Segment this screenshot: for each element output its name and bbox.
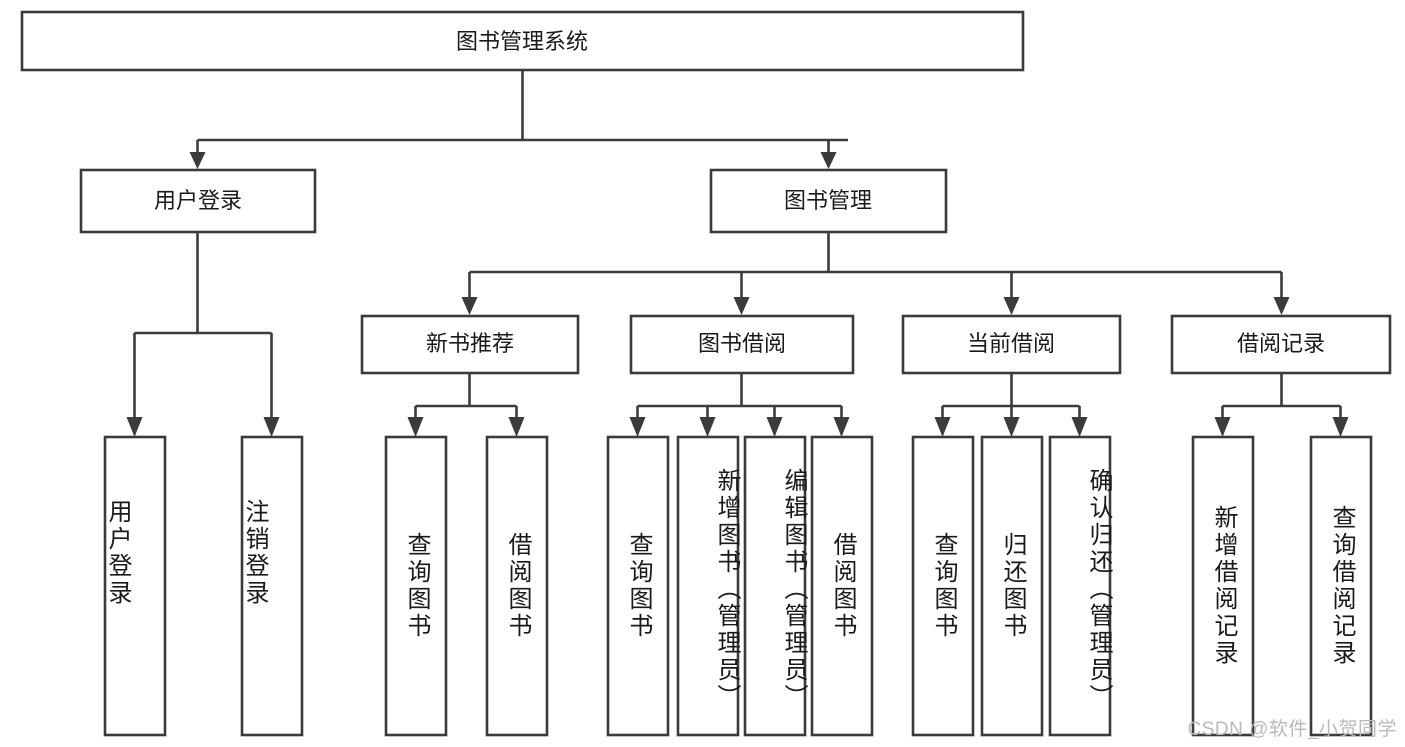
leaf-add-book-admin-box[interactable]	[676, 435, 740, 737]
arrow-head-icon	[1003, 297, 1020, 315]
arrow-head-icon	[833, 417, 850, 437]
leaf-logout-login-box[interactable]	[240, 435, 304, 737]
node-root-box[interactable]	[20, 10, 1025, 72]
leaf-confirm-return-admin-box[interactable]	[1048, 435, 1112, 737]
arrow-head-icon	[189, 152, 206, 169]
node-new-book-recommend-label: 新书推荐	[426, 331, 514, 356]
leaf-borrow-book-1-box[interactable]	[485, 435, 549, 737]
arrow-head-icon	[126, 417, 143, 437]
arrow-head-icon	[629, 417, 646, 437]
node-book-borrow-label: 图书借阅	[698, 331, 786, 356]
node-book-borrow[interactable]: 图书借阅	[629, 314, 855, 375]
leaf-user-login-box[interactable]	[103, 435, 167, 737]
arrow-head-icon	[820, 152, 837, 169]
leaf-query-borrow-record-box[interactable]	[1309, 435, 1373, 737]
node-user-login-label: 用户登录	[154, 188, 242, 213]
connector-new-book-recommend-to-leaves	[407, 373, 525, 437]
arrow-head-icon	[699, 417, 716, 437]
node-current-borrow-box[interactable]	[901, 314, 1122, 375]
connector-root-to-level2	[189, 70, 848, 169]
node-book-management[interactable]: 图书管理	[709, 168, 948, 234]
connector-book-borrow-to-leaves	[629, 373, 850, 437]
connector-current-borrow-to-leaves	[934, 373, 1088, 437]
leaf-borrow-book-2-box[interactable]	[810, 435, 874, 737]
leaf-query-book-1-box[interactable]	[384, 435, 448, 737]
arrow-head-icon	[733, 297, 750, 315]
arrow-head-icon	[508, 417, 525, 437]
leaf-add-borrow-record-box[interactable]	[1191, 435, 1255, 737]
node-user-login-box[interactable]	[79, 168, 317, 234]
node-root[interactable]: 图书管理系统	[20, 10, 1025, 72]
leaf-query-book-3-box[interactable]	[911, 435, 975, 737]
arrow-head-icon	[766, 417, 783, 437]
arrow-head-icon	[263, 417, 280, 437]
leaf-edit-book-admin-box[interactable]	[743, 435, 807, 737]
node-new-book-recommend[interactable]: 新书推荐	[360, 314, 580, 375]
arrow-head-icon	[934, 417, 951, 437]
arrow-head-icon	[407, 417, 424, 437]
arrow-head-icon	[1273, 297, 1290, 315]
node-new-book-recommend-box[interactable]	[360, 314, 580, 375]
arrow-head-icon	[1071, 417, 1088, 437]
connector-book-management-to-level3	[461, 232, 1290, 315]
connector-borrow-record-to-leaves	[1214, 373, 1349, 437]
node-root-label: 图书管理系统	[456, 29, 588, 54]
node-user-login[interactable]: 用户登录	[79, 168, 317, 234]
leaf-return-book-box[interactable]	[980, 435, 1044, 737]
arrow-head-icon	[1214, 417, 1231, 437]
csdn-watermark: CSDN @软件_小贺同学	[1187, 719, 1397, 740]
node-borrow-record-label: 借阅记录	[1237, 331, 1325, 356]
arrow-head-icon	[1332, 417, 1349, 437]
leaf-query-book-2-box[interactable]	[606, 435, 670, 737]
connector-user-login-to-leaves	[126, 232, 280, 437]
node-borrow-record[interactable]: 借阅记录	[1170, 314, 1392, 375]
arrow-head-icon	[461, 297, 478, 315]
node-current-borrow[interactable]: 当前借阅	[901, 314, 1122, 375]
node-book-management-label: 图书管理	[784, 188, 872, 213]
arrow-head-icon	[1003, 417, 1020, 437]
node-current-borrow-label: 当前借阅	[967, 331, 1055, 356]
